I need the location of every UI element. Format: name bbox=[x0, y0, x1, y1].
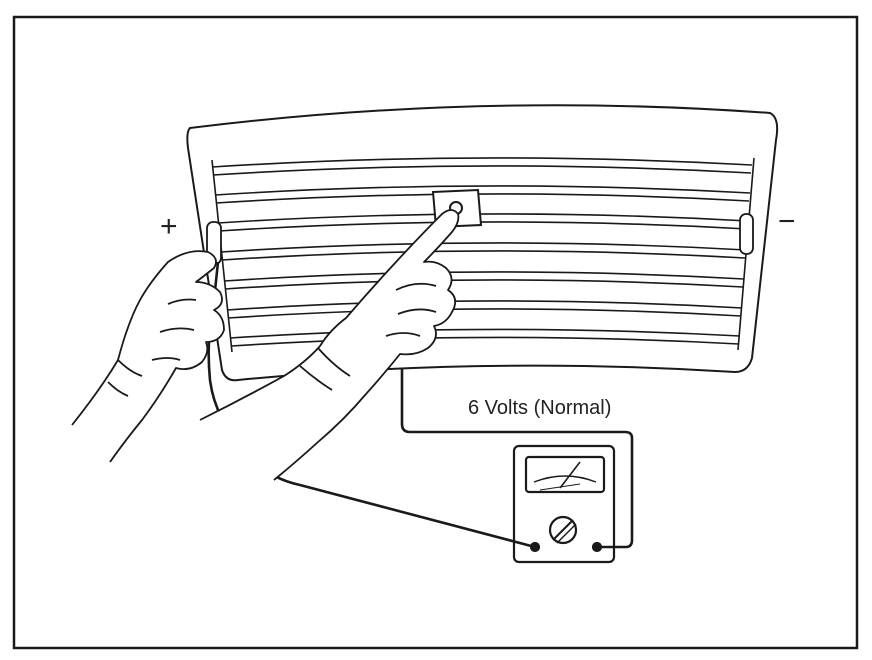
grid-line bbox=[215, 193, 750, 204]
grid-line bbox=[224, 279, 744, 290]
heater-grid-lines bbox=[211, 157, 755, 353]
right-hand bbox=[199, 209, 460, 481]
probe-lead-test-point bbox=[400, 368, 634, 549]
grid-line bbox=[218, 221, 748, 232]
grid-line bbox=[223, 271, 745, 282]
grid-line bbox=[227, 308, 742, 319]
grid-line bbox=[230, 336, 740, 347]
voltmeter-dial-window bbox=[524, 455, 606, 494]
left-hand bbox=[71, 250, 225, 463]
voltmeter-scale bbox=[533, 475, 597, 483]
negative-terminal-label: − bbox=[778, 205, 796, 238]
voltmeter-selector-knob bbox=[548, 515, 578, 545]
left-bus-bar bbox=[211, 159, 233, 353]
voltmeter bbox=[512, 444, 616, 564]
grid-line bbox=[229, 328, 741, 339]
grid-line bbox=[211, 157, 753, 168]
grid-line bbox=[220, 242, 747, 253]
grid-line bbox=[212, 165, 752, 176]
voltmeter-needle bbox=[559, 461, 581, 489]
voltmeter-body bbox=[512, 444, 616, 564]
negative-terminal bbox=[739, 213, 754, 255]
positive-terminal-label: + bbox=[160, 210, 178, 243]
grid-line bbox=[221, 250, 746, 261]
grid-line bbox=[226, 300, 743, 311]
grid-line bbox=[217, 213, 749, 224]
voltage-reading-label: 6 Volts (Normal) bbox=[468, 397, 612, 419]
figure-frame bbox=[12, 15, 859, 650]
rear-window-glass bbox=[186, 104, 779, 382]
grid-line bbox=[214, 185, 751, 196]
